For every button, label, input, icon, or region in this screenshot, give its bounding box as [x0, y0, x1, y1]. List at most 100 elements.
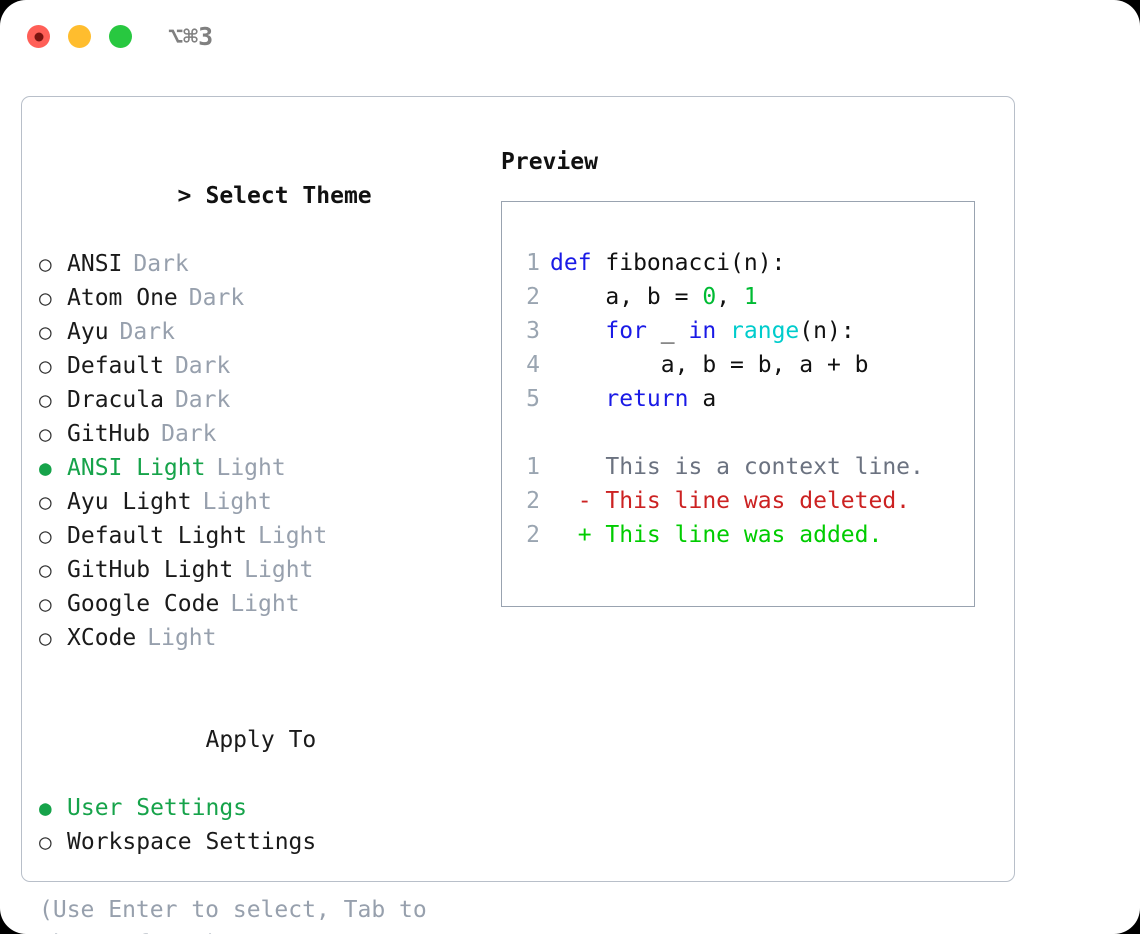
theme-option-label: ANSI Light — [67, 455, 206, 481]
radio-empty-icon: ○ — [39, 252, 52, 276]
theme-option-xcode[interactable]: ○ XCode Light — [39, 621, 469, 655]
theme-option-label: Atom One — [67, 285, 178, 311]
radio-empty-icon: ○ — [39, 626, 52, 650]
code-line: 5 return a — [514, 382, 869, 416]
theme-option-variant: Light — [202, 489, 272, 515]
apply-to-heading-label: Apply To — [205, 727, 317, 753]
apply-to-option-user-settings[interactable]: ● User Settings — [39, 791, 469, 825]
radio-empty-icon: ○ — [39, 388, 52, 412]
code-line: 1 def fibonacci(n): — [514, 246, 869, 280]
code-line-number: 2 — [526, 284, 540, 310]
diff-line-context: 1 This is a context line. — [514, 450, 924, 484]
window-controls — [27, 25, 132, 48]
code-token-plain: a, b = — [550, 284, 703, 310]
apply-to-option-workspace-settings[interactable]: ○Workspace Settings — [39, 825, 469, 859]
code-token-plain: fibonacci(n): — [591, 250, 786, 276]
code-line-text: a, b = 0, 1 — [540, 280, 757, 314]
close-button[interactable] — [27, 25, 50, 48]
title-bar: ⌥⌘3 — [0, 0, 1140, 78]
code-token-plain — [716, 318, 730, 344]
diff-line-number: 2 — [526, 522, 540, 548]
theme-option-variant: Light — [216, 455, 286, 481]
code-token-plain: , — [716, 284, 744, 310]
theme-option-label: Ayu — [67, 319, 109, 345]
code-line-text: a, b = b, a + b — [540, 348, 869, 382]
radio-empty-icon: ○ — [39, 286, 52, 310]
minimize-button[interactable] — [68, 25, 91, 48]
code-line: 4 a, b = b, a + b — [514, 348, 869, 382]
code-token-plain — [550, 386, 605, 412]
theme-option-label: GitHub — [67, 421, 151, 447]
code-line: 2 a, b = 0, 1 — [514, 280, 869, 314]
radio-empty-icon: ○ — [39, 524, 52, 548]
code-token-plain: a, b = b, a + b — [550, 352, 869, 378]
theme-option-variant: Dark — [133, 251, 189, 277]
apply-to-option-label: Workspace Settings — [67, 829, 317, 855]
code-token-kw: return — [605, 386, 689, 412]
zoom-button[interactable] — [109, 25, 132, 48]
apply-to-option-label: User Settings — [67, 795, 248, 821]
theme-option-label: ANSI — [67, 251, 123, 277]
code-token-num: 0 — [702, 284, 717, 310]
theme-option-label: Default — [67, 353, 164, 379]
code-line-text: for _ in range(n): — [540, 314, 855, 348]
code-token-plain: a — [688, 386, 717, 412]
select-theme-heading-label: Select Theme — [205, 183, 372, 209]
diff-line-text: + This line was added. — [550, 522, 883, 548]
theme-option-variant: Dark — [174, 353, 231, 379]
keyboard-shortcut-label: ⌥⌘3 — [168, 22, 214, 51]
section-spacer — [39, 655, 469, 689]
diff-line-deleted: 2 - This line was deleted. — [514, 484, 924, 518]
theme-option-label: Google Code — [67, 591, 220, 617]
apply-to-heading: Apply To — [39, 689, 469, 791]
apply-to-list: ● User Settings ○Workspace Settings — [39, 791, 469, 859]
theme-option-variant: Light — [147, 625, 217, 651]
code-token-kw: in — [688, 318, 717, 344]
theme-option-label: XCode — [67, 625, 137, 651]
apply-to-indent — [177, 723, 205, 757]
diff-line-number: 2 — [526, 488, 540, 514]
code-line: 3 for _ in range(n): — [514, 314, 869, 348]
code-line-number: 5 — [526, 386, 540, 412]
diff-sample: 1 This is a context line.2 - This line w… — [514, 450, 924, 552]
code-line-number: 1 — [526, 250, 540, 276]
code-token-fn: range — [730, 318, 800, 344]
select-theme-heading: > Select Theme — [39, 145, 469, 247]
radio-empty-icon: ○ — [39, 320, 52, 344]
theme-option-label: GitHub Light — [67, 557, 234, 583]
radio-empty-icon: ○ — [39, 422, 52, 446]
diff-line-text: - This line was deleted. — [550, 488, 911, 514]
diff-line-added: 2 + This line was added. — [514, 518, 924, 552]
theme-option-label: Dracula — [67, 387, 164, 413]
theme-option-ansi-light[interactable]: ● ANSI Light Light — [39, 451, 469, 485]
theme-option-ansi[interactable]: ○ ANSI Dark — [39, 247, 469, 281]
code-token-kw: def — [550, 250, 592, 276]
code-line-number: 3 — [526, 318, 540, 344]
theme-option-label: Ayu Light — [67, 489, 192, 515]
theme-option-default[interactable]: ○ Default Dark — [39, 349, 469, 383]
code-token-plain: (n): — [799, 318, 855, 344]
code-line-number: 4 — [526, 352, 540, 378]
diff-line-number: 1 — [526, 454, 540, 480]
radio-empty-icon: ○ — [39, 354, 52, 378]
caret-icon: > — [177, 183, 192, 209]
radio-filled-icon: ● — [39, 796, 52, 820]
diff-line-text: This is a context line. — [550, 454, 924, 480]
code-token-kw: for — [605, 318, 647, 344]
theme-option-label: Default Light — [67, 523, 248, 549]
radio-filled-icon: ● — [39, 456, 52, 480]
theme-option-variant: Light — [230, 591, 300, 617]
